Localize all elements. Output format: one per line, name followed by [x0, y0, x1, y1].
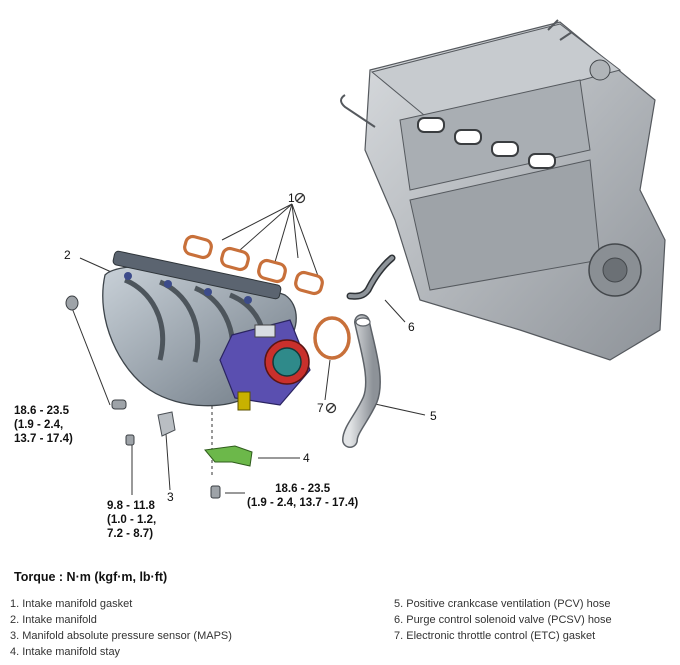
callout-2: 2 — [64, 248, 71, 262]
legend-left: 1. Intake manifold gasket 2. Intake mani… — [10, 596, 232, 660]
no-reuse-icon — [325, 402, 337, 414]
callout-4: 4 — [303, 451, 310, 465]
callout-7: 7 — [317, 401, 324, 415]
no-reuse-icon — [294, 192, 306, 204]
throttle-body — [219, 319, 311, 411]
legend-right: 5. Positive crankcase ventilation (PCV) … — [394, 596, 612, 644]
pcsv-hose — [346, 254, 396, 300]
legend-item: 7. Electronic throttle control (ETC) gas… — [394, 630, 596, 642]
legend-item: 5. Positive crankcase ventilation (PCV) … — [394, 598, 611, 610]
bolts — [65, 295, 221, 499]
intake-manifold-stay — [204, 445, 253, 467]
legend-item: 6. Purge control solenoid valve (PCSV) h… — [394, 614, 612, 626]
legend-item: 4. Intake manifold stay — [10, 646, 121, 658]
callout-3: 3 — [167, 490, 174, 504]
callout-5: 5 — [430, 409, 437, 423]
torque-spec-stay-bolt: 18.6 - 23.5 (1.9 - 2.4, 13.7 - 17.4) — [247, 483, 359, 509]
etc-gasket — [313, 316, 351, 360]
callout-1: 1 — [288, 191, 295, 205]
maps-sensor — [157, 411, 176, 437]
pcv-hose — [342, 314, 381, 448]
callout-6: 6 — [408, 320, 415, 334]
legend-item: 1. Intake manifold gasket — [10, 598, 133, 610]
legend-item: 3. Manifold absolute pressure sensor (MA… — [10, 630, 232, 642]
torque-spec-maps-bolt: 9.8 - 11.8 (1.0 - 1.2, 7.2 - 8.7) — [107, 500, 157, 540]
legend-item: 2. Intake manifold — [10, 614, 97, 626]
exploded-diagram — [65, 19, 666, 499]
torque-unit-label: Torque : N·m (kgf·m, lb·ft) — [14, 570, 168, 584]
engine-block — [340, 19, 666, 361]
intake-manifold-gaskets — [183, 234, 324, 296]
intake-ports — [417, 117, 556, 169]
torque-spec-manifold-bolt: 18.6 - 23.5 (1.9 - 2.4, 13.7 - 17.4) — [14, 405, 73, 445]
